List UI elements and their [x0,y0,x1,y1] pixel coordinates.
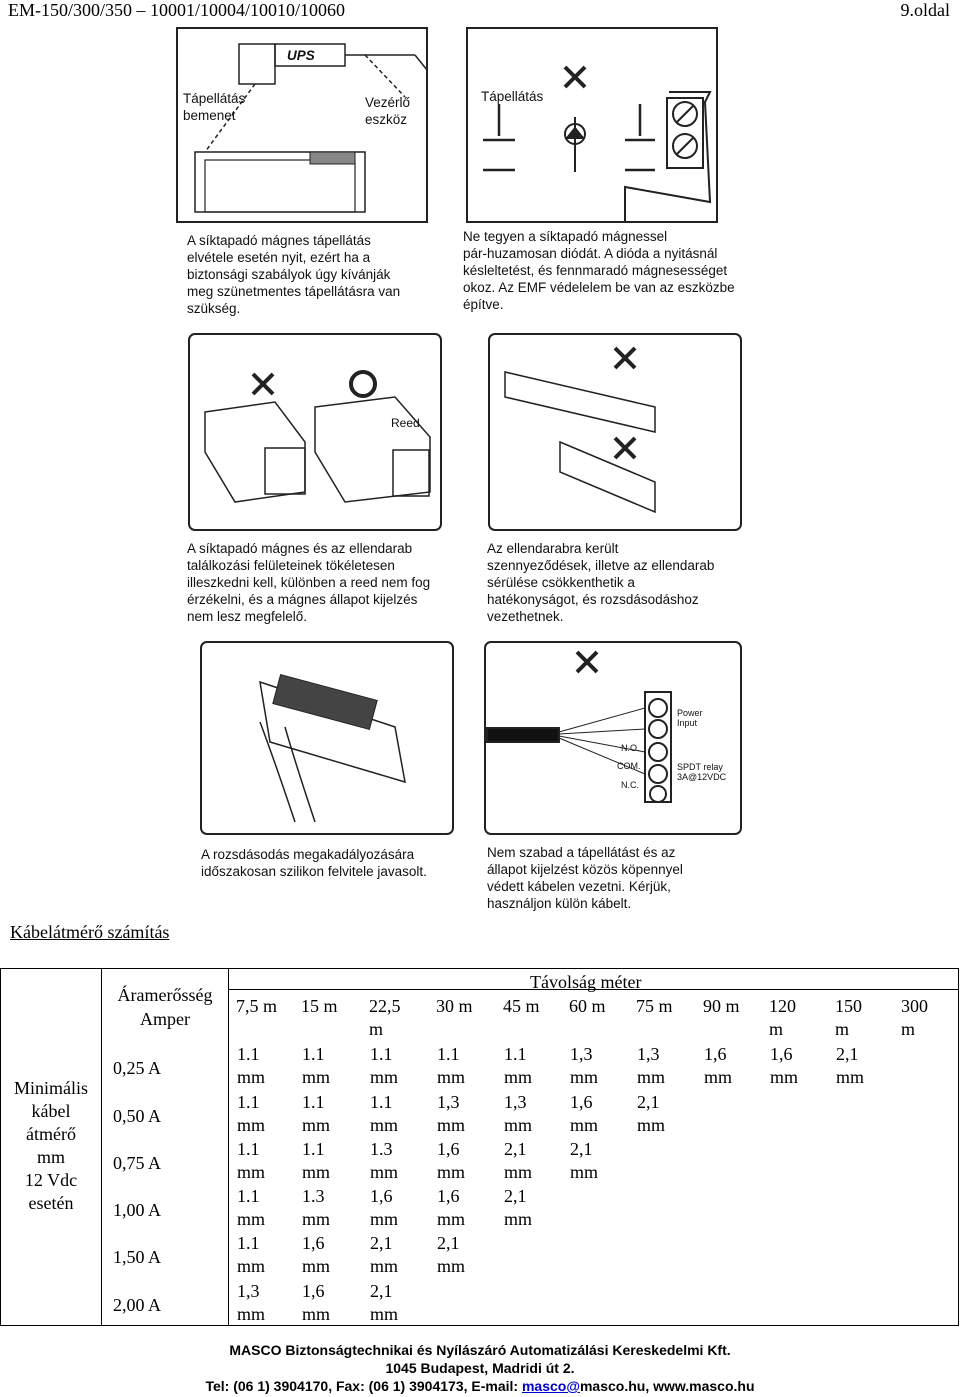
diameter-cell: 2,1 mm [637,1092,666,1135]
installation-drawings [176,27,742,835]
diameter-cell: 1.1 mm [504,1044,533,1087]
distance-value: 30 m [436,996,473,1016]
caption-diode: Ne tegyen a síktapadó mágnessel pár-huza… [463,229,735,312]
caption-armature: Az ellendarabra került szennyeződések, i… [487,541,715,624]
controller-label: Vezérlő eszköz [365,95,411,127]
distance-value: 120 m [769,996,796,1039]
power-label: Tápellátás [481,89,544,104]
table-divider [101,969,102,1325]
table-divider [228,969,229,1325]
distance-value: 60 m [569,996,606,1016]
current-value: 0,25 A [113,1058,162,1078]
page-header: EM-150/300/350 – 10001/10004/10010/10060… [0,0,960,22]
diameter-cell: 1.1 mm [370,1092,399,1135]
footer-contact-suffix: masco.hu, www.masco.hu [579,1378,755,1394]
diameter-cell: 2,1 mm [570,1139,599,1182]
row-header: Minimális kábel átmérő mm 12 Vdc esetén [13,1078,88,1213]
diameter-cell: 2,1 mm [370,1281,399,1324]
diameter-cell: 1,3 mm [437,1092,466,1135]
diameter-cell: 1,3 mm [237,1281,266,1324]
diameter-cell: 1.1 mm [302,1139,331,1182]
power-input-terminal-label: Power Input [677,708,703,728]
diameter-cell: 1.1 mm [302,1044,331,1087]
diameter-cell: 1,6 mm [302,1281,331,1324]
caption-silicone: A rozsdásodás megakadályozására időszako… [201,847,427,879]
current-value: 1,00 A [113,1200,162,1220]
distance-value: 90 m [703,996,740,1016]
current-value: 0,50 A [113,1106,162,1126]
diameter-cell: 1,3 mm [570,1044,599,1087]
distance-value: 300 m [901,996,928,1039]
email-link[interactable]: masco@ [521,1378,580,1394]
diameter-cell: 1.1 mm [302,1092,331,1135]
current-value: 2,00 A [113,1295,162,1315]
current-value: 1,50 A [113,1247,162,1267]
diameter-cell: 1.1 mm [237,1186,266,1229]
current-header: Áramerősség Amper [117,985,213,1029]
diameter-cell: 1.3 mm [302,1186,331,1229]
diameter-cell: 2,1 mm [370,1233,399,1276]
diameter-cell: 1,6 mm [302,1233,331,1276]
footer-address: 1045 Budapest, Madridi út 2. [385,1360,575,1376]
section-title: Kábelátmérő számítás [10,922,170,942]
diameter-cell: 1,6 mm [770,1044,799,1087]
separate-cable-drawing [484,641,742,835]
ups-label: UPS [287,48,315,63]
footer-contact: Tel: (06 1) 3904170, Fax: (06 1) 3904173… [0,1378,960,1394]
caption-ups: A síktapadó mágnes tápellátás elvétele e… [187,233,401,316]
diameter-cell: 2,1 mm [836,1044,865,1087]
diameter-cell: 1,6 mm [570,1092,599,1135]
distance-value: 45 m [503,996,540,1016]
diameter-cell: 1,3 mm [504,1092,533,1135]
relay-label: SPDT relay 3A@12VDC [677,762,727,782]
diameter-cell: 1,3 mm [637,1044,666,1087]
distance-value: 75 m [636,996,673,1016]
diameter-cell: 2,1 mm [437,1233,466,1276]
installation-figures: UPS Tápellátás bemenet Vezérlő eszköz Tá… [165,22,765,922]
diameter-cell: 1.1 mm [237,1233,266,1276]
diameter-cell: 1.3 mm [370,1139,399,1182]
caption-reed: A síktapadó mágnes és az ellendarab talá… [187,541,431,624]
distance-value: 7,5 m [236,996,278,1016]
diameter-cell: 1.1 mm [237,1044,266,1087]
diameter-cell: 1,6 mm [437,1139,466,1182]
no-terminal-label: N.O. [621,743,640,753]
distance-value: 150 m [835,996,862,1039]
diameter-cell: 2,1 mm [504,1186,533,1229]
diameter-cell: 1,6 mm [370,1186,399,1229]
power-input-label: Tápellátás bemenet [183,91,246,123]
diameter-cell: 2,1 mm [504,1139,533,1182]
reed-alignment-drawing [188,333,442,531]
page-number: 9.oldal [900,0,951,20]
diameter-cell: 1,6 mm [704,1044,733,1087]
diode-warning-drawing [466,27,718,223]
distance-header: Távolság méter [530,972,642,992]
footer-contact-prefix: Tel: (06 1) 3904170, Fax: (06 1) 3904173… [205,1378,522,1394]
nc-terminal-label: N.C. [621,780,639,790]
distance-value: 22,5 m [369,996,401,1039]
caption-separate-cable: Nem szabad a tápellátást és az állapot k… [487,845,683,911]
diameter-cell: 1.1 mm [370,1044,399,1087]
footer-company: MASCO Biztonságtechnikai és Nyílászáró A… [229,1342,731,1358]
com-terminal-label: COM. [617,761,641,771]
diameter-cell: 1.1 mm [237,1092,266,1135]
ups-wiring-drawing [176,27,428,223]
silicone-maintenance-drawing [200,641,454,835]
diameter-cell: 1.1 mm [437,1044,466,1087]
diameter-cell: 1.1 mm [237,1139,266,1182]
document-code: EM-150/300/350 – 10001/10004/10010/10060 [8,0,345,20]
distance-value: 15 m [301,996,338,1016]
reed-label: Reed [391,416,420,430]
diameter-cell: 1,6 mm [437,1186,466,1229]
armature-contamination-drawing [488,333,742,531]
current-value: 0,75 A [113,1153,162,1173]
table-divider [228,989,958,990]
cable-diameter-table: Minimális kábel átmérő mm 12 Vdc esetén … [0,968,959,1326]
